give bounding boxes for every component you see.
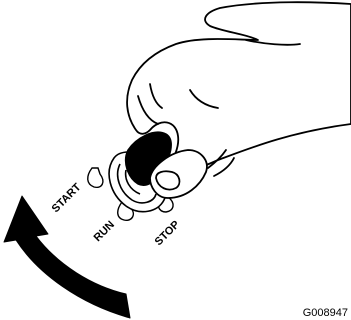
run-label: RUN: [92, 219, 117, 244]
figure-code: G008947: [303, 307, 348, 319]
rotation-arrow-icon: [3, 195, 131, 319]
start-position-marker: [87, 167, 104, 189]
stop-label: STOP: [153, 219, 183, 249]
start-label: START: [50, 181, 84, 215]
hand-icon: [126, 1, 351, 199]
